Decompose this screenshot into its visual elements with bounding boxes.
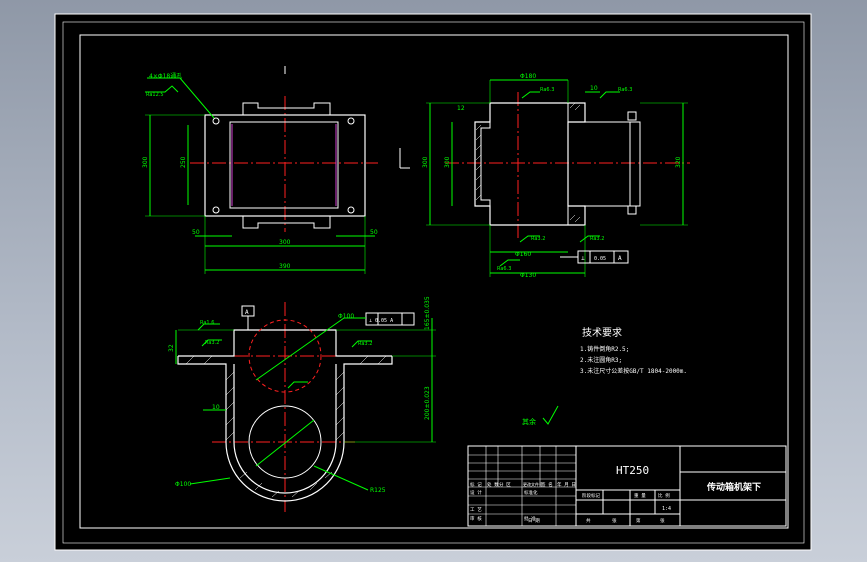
tb-approve: 批 准	[524, 515, 536, 522]
side-rough-b2: Ra3.2	[590, 236, 604, 242]
side-dim-right-height: 320	[675, 156, 682, 168]
side-dim-top: Φ180	[520, 73, 536, 80]
side-dim-b1: Φ160	[515, 251, 531, 258]
front-dim-right: 50	[370, 229, 378, 236]
section-rough-1: Ra1.6	[200, 320, 214, 326]
tb-row-doc: 更改文件号	[523, 481, 543, 487]
section-tol-box: ⊥ 0.05 A	[369, 318, 393, 324]
tb-row-count: 处 数	[487, 481, 499, 488]
section-dim-left: 32	[168, 344, 175, 352]
side-dim-left-height: 300	[422, 156, 429, 168]
notes-line-1: 1.铸件倒角R2.5;	[580, 345, 629, 353]
drawing-border	[79, 34, 789, 529]
side-rough-top: Ra6.3	[540, 87, 554, 93]
section-datum: A	[245, 309, 249, 316]
tb-row-zone: 分 区	[499, 481, 511, 488]
tb-stage: 阶段标记	[582, 492, 600, 499]
tb-weight: 重 量	[634, 492, 646, 499]
drawing-sheet	[54, 13, 812, 551]
side-tol-value: 0.05	[594, 256, 606, 262]
side-rough-b1: Ra3.2	[531, 236, 545, 242]
section-dim-v2: 200±0.023	[424, 386, 431, 420]
side-tol-datum: A	[618, 255, 622, 262]
front-rough-label: Ra12.5	[146, 92, 164, 98]
section-dim-d100: Φ100	[338, 313, 354, 320]
front-hole-note: 4×Φ18通孔	[149, 72, 182, 80]
tb-row-date: 年 月 日	[557, 481, 576, 488]
tb-design: 设 计	[470, 489, 482, 496]
tb-process: 工 艺	[470, 507, 482, 513]
side-rough-b3: Ra6.3	[497, 266, 511, 272]
front-dim-total-width: 390	[279, 263, 291, 270]
title-material: HT250	[616, 464, 649, 477]
other-rough-label: 其余	[522, 417, 536, 426]
side-dim-12: 12	[457, 105, 465, 112]
section-rough-3: Ra3.2	[358, 341, 372, 347]
tb-total: 共	[586, 517, 591, 524]
tb-page: 第	[636, 517, 641, 524]
notes-line-2: 2.未注圆角R3;	[580, 356, 622, 364]
section-dim-bottom: Φ100	[175, 481, 191, 488]
notes-title: 技术要求	[582, 326, 622, 339]
front-dim-inner-height: 250	[180, 156, 187, 168]
tb-standard: 标准化	[524, 489, 538, 496]
title-block	[467, 445, 787, 527]
section-rough-2: Ra3.2	[205, 340, 219, 346]
tb-ratio: 比 例	[658, 492, 670, 499]
side-view	[426, 79, 690, 277]
section-dim-r: R125	[370, 487, 386, 494]
side-dim-inner-height: 300	[444, 156, 451, 168]
side-rough-right: Ra6.3	[618, 87, 632, 93]
front-view	[145, 66, 410, 274]
tb-audit: 审 核	[470, 515, 482, 522]
section-dim-v1: 165±0.035	[424, 296, 431, 330]
tb-date-label: 日 期	[528, 518, 540, 524]
front-dim-height: 300	[142, 156, 149, 168]
tb-sheet: 张	[612, 517, 617, 524]
title-part-name: 传动箱机架下	[706, 481, 761, 493]
tb-sheet2: 张	[660, 517, 665, 524]
tb-row-mark: 标 记	[470, 481, 482, 488]
front-dim-left: 50	[192, 229, 200, 236]
section-view	[175, 302, 559, 512]
outer-frame	[62, 21, 805, 544]
side-tol-symbol: ⊥	[581, 255, 585, 262]
notes-line-3: 3.未注尺寸公差按GB/T 1804-2000m.	[580, 367, 687, 375]
front-dim-inner-width: 300	[279, 239, 291, 246]
section-dim-10: 10	[212, 404, 220, 411]
side-dim-b2: Φ130	[520, 272, 536, 279]
tb-row-sign: 签 名	[541, 481, 553, 488]
side-dim-10: 10	[590, 85, 598, 92]
tb-scale: 1:4	[662, 506, 671, 512]
